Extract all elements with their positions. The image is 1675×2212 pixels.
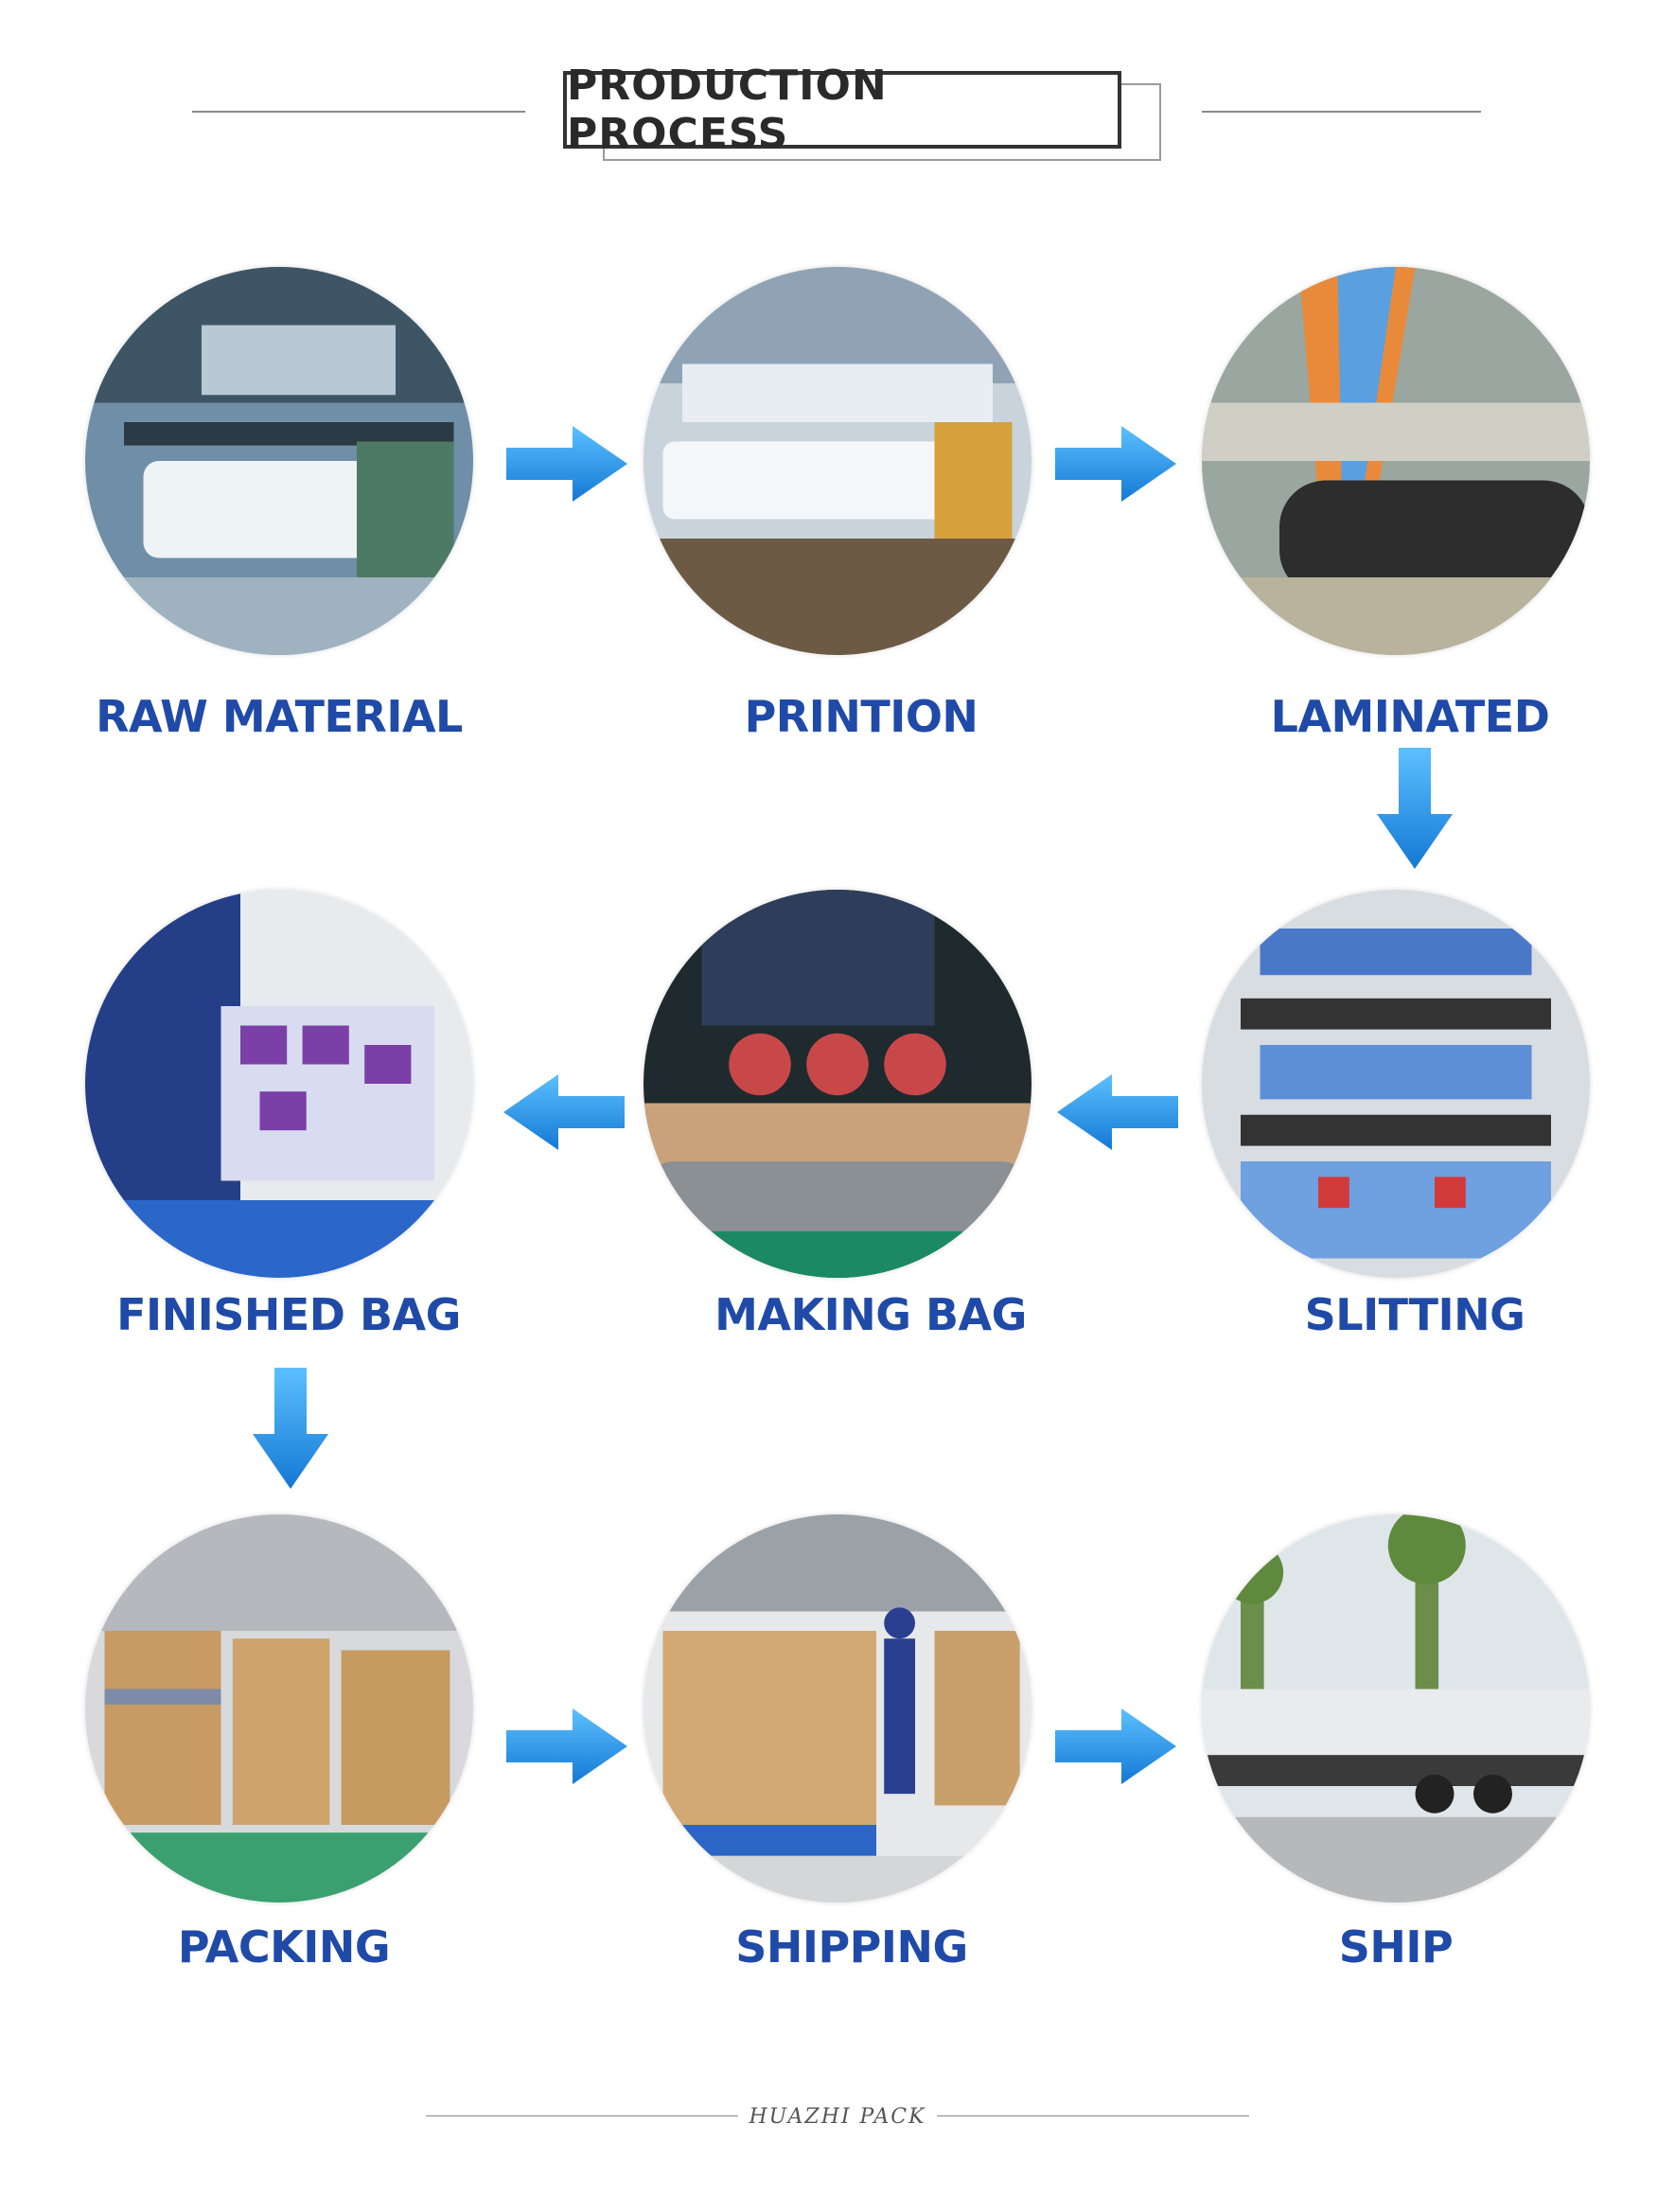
footer-rule-right <box>937 2115 1249 2116</box>
footer-rule-left <box>426 2115 738 2116</box>
ship-photo <box>1202 1514 1590 1902</box>
arrow-left-icon <box>1057 1074 1178 1150</box>
arrow-down-icon <box>1377 748 1453 869</box>
shipping-photo <box>644 1514 1031 1902</box>
making-bag-photo <box>644 890 1031 1278</box>
arrow-right-icon <box>1055 426 1176 502</box>
slitting-label: SLITTING <box>1304 1289 1525 1340</box>
printion-label: PRINTION <box>744 691 979 742</box>
shipping-label: SHIPPING <box>735 1921 968 1973</box>
laminated-photo <box>1202 267 1590 655</box>
raw-material-label: RAW MATERIAL <box>96 691 463 742</box>
arrow-right-icon <box>1055 1708 1176 1784</box>
making-bag-label: MAKING BAG <box>714 1289 1027 1340</box>
title-frame: PRODUCTION PROCESS <box>563 62 1121 158</box>
arrow-right-icon <box>506 1708 627 1784</box>
arrow-down-icon <box>253 1368 328 1489</box>
laminated-label: LAMINATED <box>1270 691 1550 742</box>
footer-brand: HUAZHI PACK <box>749 2105 926 2129</box>
header-rule-right <box>1202 111 1481 113</box>
arrow-right-icon <box>506 426 627 502</box>
header-rule-left <box>192 111 525 113</box>
packing-photo <box>85 1514 473 1902</box>
finished-bag-label: FINISHED BAG <box>116 1289 461 1340</box>
raw-material-photo <box>85 267 473 655</box>
printion-photo <box>644 267 1031 655</box>
ship-label: SHIP <box>1338 1921 1454 1973</box>
page-title: PRODUCTION PROCESS <box>567 62 888 158</box>
slitting-photo <box>1202 890 1590 1278</box>
packing-label: PACKING <box>177 1921 391 1973</box>
arrow-left-icon <box>503 1074 625 1150</box>
finished-bag-photo <box>85 890 473 1278</box>
